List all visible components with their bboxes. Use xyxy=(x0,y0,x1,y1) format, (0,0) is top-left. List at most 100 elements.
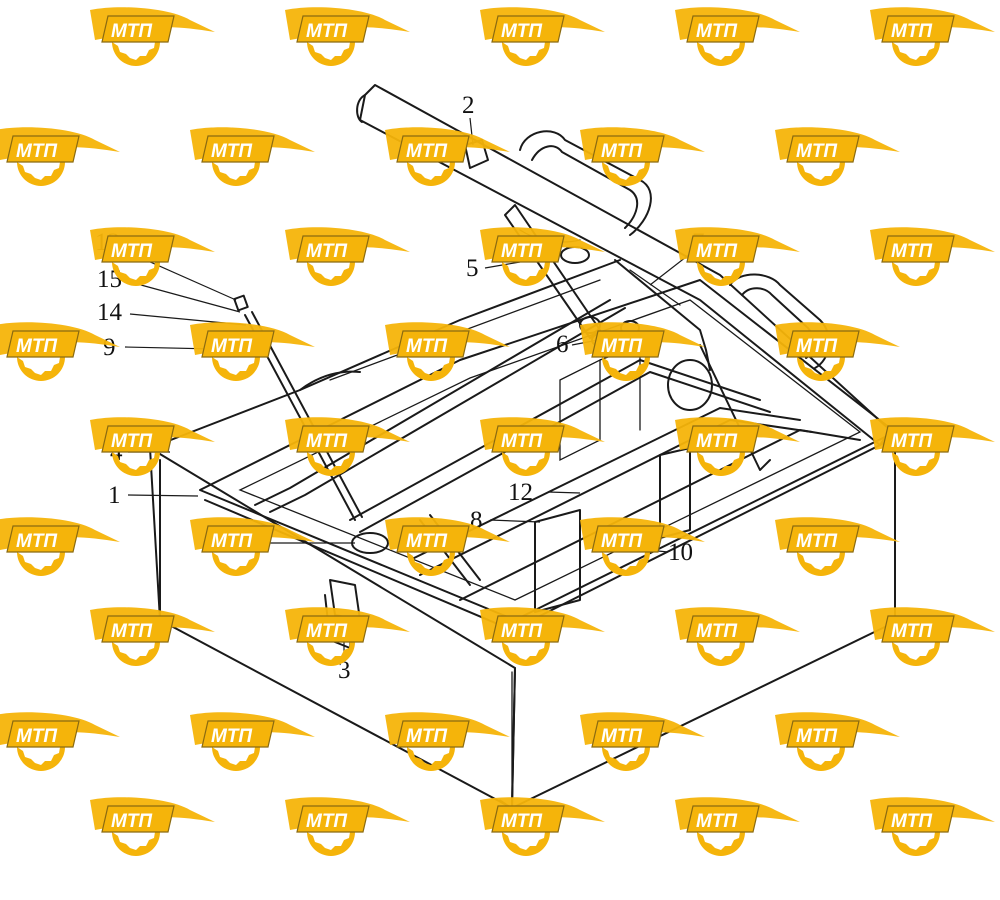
watermark-text: МТП xyxy=(111,241,152,262)
mtp-watermark: МТП xyxy=(870,227,995,286)
watermark-text: МТП xyxy=(306,621,347,642)
gear-icon xyxy=(17,357,65,381)
mtp-watermark: МТП xyxy=(90,417,215,476)
mtp-watermark: МТП xyxy=(285,797,410,856)
mtp-watermark: МТП xyxy=(580,517,705,576)
watermark-text: МТП xyxy=(111,811,152,832)
mtp-watermark: МТП xyxy=(775,517,900,576)
mtp-watermark: МТП xyxy=(190,322,315,381)
gear-icon xyxy=(212,747,260,771)
mtp-watermark: МТП xyxy=(675,227,800,286)
watermark-text: МТП xyxy=(211,726,252,747)
watermark-text: МТП xyxy=(891,811,932,832)
gear-icon xyxy=(407,747,455,771)
gear-icon xyxy=(112,42,160,66)
label-part-5: 5 xyxy=(466,255,479,282)
gear-icon xyxy=(602,747,650,771)
mtp-watermark: МТП xyxy=(285,607,410,666)
gear-icon xyxy=(697,42,745,66)
mtp-watermark: МТП xyxy=(0,712,120,771)
watermark-text: МТП xyxy=(501,241,542,262)
gear-icon xyxy=(407,162,455,186)
watermark-text: МТП xyxy=(406,141,447,162)
gear-icon xyxy=(697,262,745,286)
mtp-watermark: МТП xyxy=(775,127,900,186)
mtp-watermark: МТП xyxy=(675,607,800,666)
gear-icon xyxy=(602,162,650,186)
gear-icon xyxy=(407,357,455,381)
mtp-watermark: МТП xyxy=(775,322,900,381)
mtp-watermark: МТП xyxy=(90,797,215,856)
watermark-text: МТП xyxy=(796,141,837,162)
mtp-watermark: МТП xyxy=(480,797,605,856)
watermark-text: МТП xyxy=(501,621,542,642)
watermark-text: МТП xyxy=(501,21,542,42)
watermark-text: МТП xyxy=(306,21,347,42)
watermark-layer: МТП МТП МТП МТП МТП МТП МТП МТП МТП МТП МТП МТП МТП М… xyxy=(0,7,995,856)
mtp-watermark: МТП xyxy=(480,417,605,476)
gear-icon xyxy=(17,162,65,186)
mtp-watermark: МТП xyxy=(385,322,510,381)
watermark-text: МТП xyxy=(501,811,542,832)
mtp-watermark: МТП xyxy=(580,712,705,771)
watermark-text: МТП xyxy=(891,21,932,42)
watermark-text: МТП xyxy=(696,811,737,832)
mtp-watermark: МТП xyxy=(870,417,995,476)
watermark-text: МТП xyxy=(601,336,642,357)
gear-icon xyxy=(112,262,160,286)
mtp-watermark: МТП xyxy=(0,127,120,186)
gear-icon xyxy=(502,42,550,66)
mtp-watermark: МТП xyxy=(0,322,120,381)
gear-icon xyxy=(307,642,355,666)
gear-icon xyxy=(892,262,940,286)
mtp-watermark: МТП xyxy=(285,227,410,286)
mtp-watermark: МТП xyxy=(385,127,510,186)
gear-icon xyxy=(212,357,260,381)
gear-icon xyxy=(892,642,940,666)
gear-icon xyxy=(797,747,845,771)
gear-icon xyxy=(602,357,650,381)
watermark-text: МТП xyxy=(601,141,642,162)
mtp-watermark: МТП xyxy=(675,797,800,856)
label-part-6: 6 xyxy=(556,331,569,358)
gear-icon xyxy=(797,162,845,186)
gear-icon xyxy=(602,552,650,576)
label-part-1: 1 xyxy=(108,482,121,509)
mtp-watermark: МТП xyxy=(190,127,315,186)
mtp-watermark: МТП xyxy=(90,607,215,666)
mtp-watermark: МТП xyxy=(90,227,215,286)
watermark-text: МТП xyxy=(111,621,152,642)
gear-icon xyxy=(502,832,550,856)
watermark-text: МТП xyxy=(16,336,57,357)
gear-icon xyxy=(892,452,940,476)
gear-icon xyxy=(112,832,160,856)
gear-icon xyxy=(502,642,550,666)
label-part-9: 9 xyxy=(103,334,116,361)
gear-icon xyxy=(697,832,745,856)
gear-icon xyxy=(697,452,745,476)
gear-icon xyxy=(17,747,65,771)
watermark-text: МТП xyxy=(601,531,642,552)
watermark-text: МТП xyxy=(211,141,252,162)
mtp-watermark: МТП xyxy=(580,127,705,186)
gear-icon xyxy=(17,552,65,576)
mtp-watermark: МТП xyxy=(870,797,995,856)
watermark-text: МТП xyxy=(501,431,542,452)
mtp-watermark: МТП xyxy=(675,7,800,66)
mtp-watermark: МТП xyxy=(385,517,510,576)
watermark-text: МТП xyxy=(16,726,57,747)
gear-icon xyxy=(892,832,940,856)
watermark-text: МТП xyxy=(601,726,642,747)
mtp-watermark: МТП xyxy=(385,712,510,771)
gear-icon xyxy=(407,552,455,576)
label-part-14: 14 xyxy=(97,299,123,326)
watermark-text: МТП xyxy=(406,336,447,357)
gear-icon xyxy=(212,552,260,576)
watermark-text: МТП xyxy=(696,621,737,642)
gear-icon xyxy=(502,262,550,286)
watermark-text: МТП xyxy=(696,431,737,452)
mtp-watermark: МТП xyxy=(0,517,120,576)
gear-icon xyxy=(112,452,160,476)
gear-icon xyxy=(307,42,355,66)
